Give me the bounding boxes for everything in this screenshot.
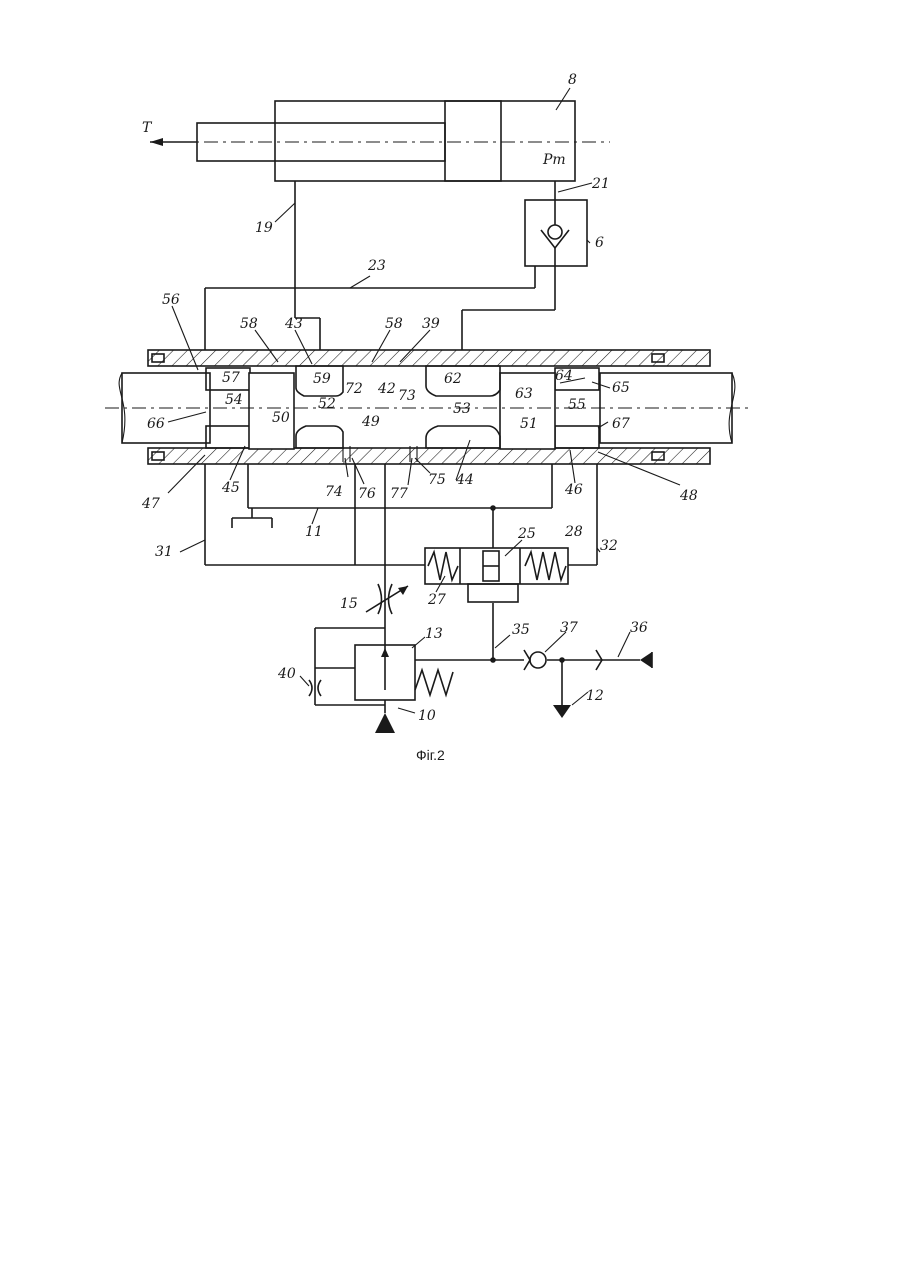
adjustable-throttle bbox=[366, 584, 408, 614]
label-12: 12 bbox=[586, 688, 604, 704]
label-77: 77 bbox=[390, 486, 408, 502]
label-23: 23 bbox=[367, 258, 386, 274]
label-27: 27 bbox=[427, 592, 446, 608]
label-62: 62 bbox=[444, 371, 462, 387]
label-74: 74 bbox=[325, 484, 343, 500]
label-56: 56 bbox=[162, 292, 180, 308]
label-48: 48 bbox=[679, 488, 698, 504]
label-31: 31 bbox=[155, 544, 173, 560]
label-58b: 58 bbox=[385, 316, 403, 332]
label-63: 63 bbox=[515, 386, 533, 402]
label-65: 65 bbox=[612, 380, 630, 396]
label-66: 66 bbox=[147, 416, 165, 432]
label-11: 11 bbox=[305, 524, 323, 540]
label-39: 39 bbox=[422, 316, 440, 332]
label-35: 35 bbox=[512, 622, 530, 638]
label-47: 47 bbox=[141, 496, 160, 512]
label-57: 57 bbox=[222, 370, 240, 386]
label-44: 44 bbox=[455, 472, 474, 488]
label-32: 32 bbox=[600, 538, 618, 554]
label-15: 15 bbox=[340, 596, 358, 612]
label-36: 36 bbox=[630, 620, 648, 636]
check-valve bbox=[525, 181, 587, 310]
label-45: 45 bbox=[221, 480, 240, 496]
label-73: 73 bbox=[398, 388, 416, 404]
label-72: 72 bbox=[345, 381, 363, 397]
distributor-valve bbox=[105, 350, 752, 464]
label-58a: 58 bbox=[240, 316, 258, 332]
label-75: 75 bbox=[428, 472, 446, 488]
label-76: 76 bbox=[358, 486, 376, 502]
label-67: 67 bbox=[612, 416, 630, 432]
label-T: T bbox=[142, 120, 153, 136]
label-53: 53 bbox=[453, 401, 471, 417]
label-52: 52 bbox=[318, 396, 336, 412]
label-28: 28 bbox=[564, 524, 583, 540]
label-55: 55 bbox=[568, 397, 586, 413]
label-6: 6 bbox=[595, 235, 604, 251]
lower-lines bbox=[205, 464, 640, 705]
label-64: 64 bbox=[555, 368, 573, 384]
label-Pt: Pт bbox=[542, 152, 566, 168]
label-25: 25 bbox=[517, 526, 536, 542]
label-40: 40 bbox=[277, 666, 296, 682]
label-43: 43 bbox=[284, 316, 303, 332]
label-37: 37 bbox=[560, 620, 578, 636]
pilot-spool-valve bbox=[425, 548, 568, 602]
label-42: 42 bbox=[377, 381, 396, 397]
label-54: 54 bbox=[225, 392, 243, 408]
label-50: 50 bbox=[272, 410, 290, 426]
label-51: 51 bbox=[520, 416, 538, 432]
label-13: 13 bbox=[425, 626, 443, 642]
label-8: 8 bbox=[568, 72, 577, 88]
label-10: 10 bbox=[418, 708, 436, 724]
label-59: 59 bbox=[313, 371, 331, 387]
hydraulic-cylinder bbox=[150, 101, 610, 181]
label-21: 21 bbox=[591, 176, 610, 192]
label-19: 19 bbox=[255, 220, 273, 236]
figure-caption: Фіг.2 bbox=[416, 747, 445, 763]
label-46: 46 bbox=[564, 482, 583, 498]
label-49: 49 bbox=[361, 414, 380, 430]
